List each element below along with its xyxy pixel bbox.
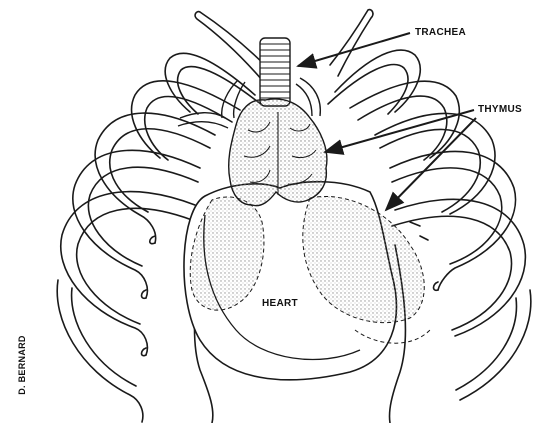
right-rib-6: [460, 290, 531, 400]
left-rib-6: [57, 280, 143, 422]
heart-label: HEART: [262, 298, 298, 309]
trachea-arrow: [298, 33, 410, 66]
trachea-label: TRACHEA: [415, 27, 466, 38]
heart-icon: [184, 182, 430, 380]
right-clavicle: [330, 10, 373, 76]
thymus-label: THYMUS: [478, 104, 522, 115]
left-rib-4: [73, 150, 200, 298]
left-rib-2: [132, 81, 240, 158]
right-rib-3: [375, 113, 495, 214]
artist-credit: D. BERNARD: [17, 335, 27, 395]
